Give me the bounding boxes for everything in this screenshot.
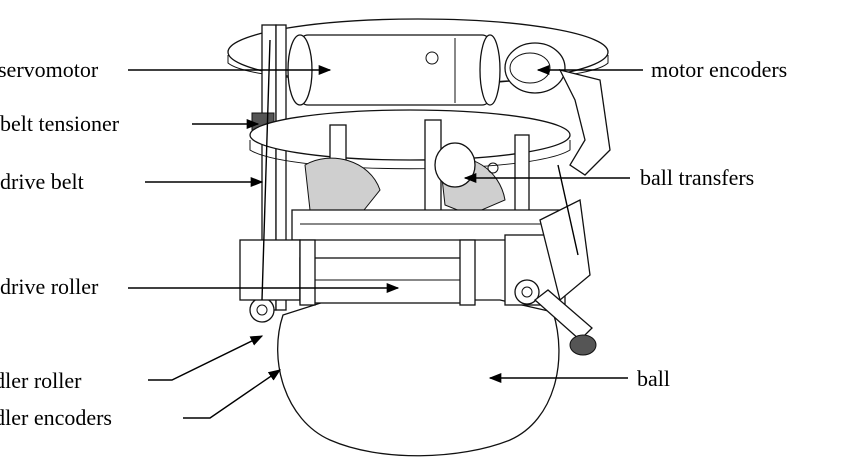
- drive-roller-part: [299, 239, 476, 306]
- label-idler-encoders: idler encoders: [0, 405, 112, 430]
- left-frame: [249, 24, 287, 323]
- callouts: servomotor belt tensioner drive belt dri…: [0, 57, 787, 430]
- servomotor-body: [287, 34, 501, 106]
- label-belt-tensioner: belt tensioner: [0, 111, 120, 136]
- right-idler-arm: [514, 164, 597, 356]
- mechanism-drawing: [227, 18, 611, 457]
- arrow-idler-roller: [148, 335, 264, 381]
- drive-belt-part: [261, 39, 271, 301]
- lower-frame: [239, 199, 591, 306]
- label-servomotor: servomotor: [0, 57, 99, 82]
- arrow-idler-encoders: [183, 369, 282, 419]
- motor-encoder-part: [504, 42, 611, 176]
- label-motor-encoders: motor encoders: [651, 57, 787, 82]
- label-ball-transfers: ball transfers: [640, 165, 754, 190]
- label-ball: ball: [637, 366, 670, 391]
- label-drive-belt: drive belt: [0, 169, 84, 194]
- label-idler-roller: idler roller: [0, 368, 82, 393]
- ball-transfers-part: [304, 119, 530, 221]
- label-drive-roller: drive roller: [0, 274, 99, 299]
- ball-shape: [277, 299, 560, 457]
